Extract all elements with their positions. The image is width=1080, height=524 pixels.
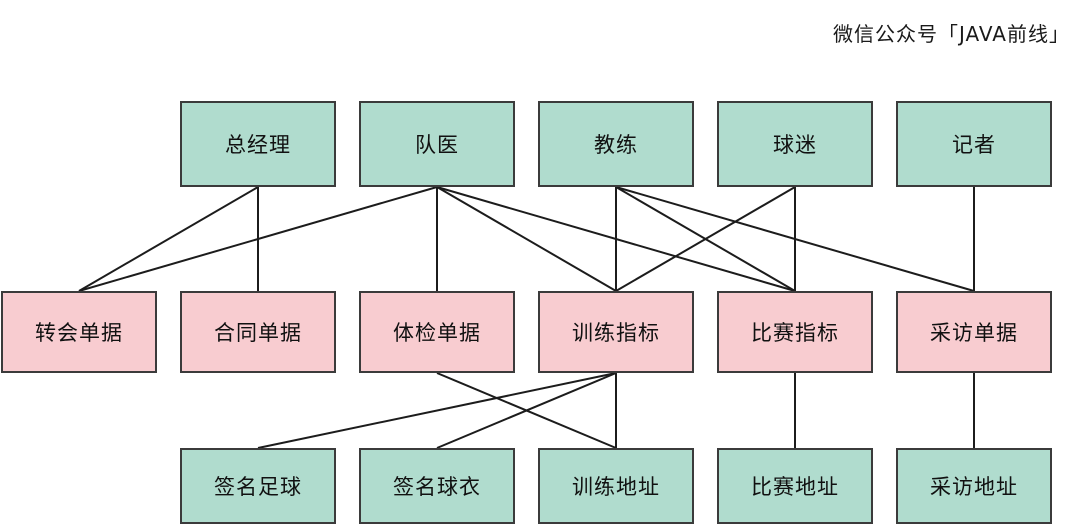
- node-ball[interactable]: 签名足球: [180, 448, 336, 524]
- node-transfer[interactable]: 转会单据: [1, 291, 157, 373]
- node-contract[interactable]: 合同单据: [180, 291, 336, 373]
- node-match[interactable]: 比赛指标: [717, 291, 873, 373]
- node-interview[interactable]: 采访单据: [896, 291, 1052, 373]
- node-medical[interactable]: 体检单据: [359, 291, 515, 373]
- node-training_addr[interactable]: 训练地址: [538, 448, 694, 524]
- node-label: 总经理: [225, 133, 291, 157]
- node-interview_addr[interactable]: 采访地址: [896, 448, 1052, 524]
- node-doctor[interactable]: 队医: [359, 101, 515, 187]
- edge-doctor-to-transfer: [78, 186, 438, 292]
- node-label: 合同单据: [214, 321, 302, 345]
- node-label: 转会单据: [35, 321, 123, 345]
- node-label: 队医: [415, 133, 459, 157]
- node-label: 训练地址: [572, 475, 660, 499]
- edge-training-to-jersey: [436, 372, 617, 449]
- edge-doctor-to-training: [436, 186, 617, 292]
- node-label: 比赛指标: [751, 321, 839, 345]
- edge-fan-to-training: [615, 186, 796, 292]
- node-label: 记者: [952, 133, 996, 157]
- node-label: 签名球衣: [393, 475, 481, 499]
- node-label: 教练: [594, 133, 638, 157]
- edge-training-to-ball: [257, 372, 617, 449]
- node-fan[interactable]: 球迷: [717, 101, 873, 187]
- node-match_addr[interactable]: 比赛地址: [717, 448, 873, 524]
- node-label: 采访地址: [930, 475, 1018, 499]
- watermark-text: 微信公众号「JAVA前线」: [832, 22, 1070, 46]
- node-reporter[interactable]: 记者: [896, 101, 1052, 187]
- node-gm[interactable]: 总经理: [180, 101, 336, 187]
- node-label: 球迷: [773, 133, 817, 157]
- node-training[interactable]: 训练指标: [538, 291, 694, 373]
- node-coach[interactable]: 教练: [538, 101, 694, 187]
- edge-gm-to-transfer: [78, 186, 259, 292]
- node-label: 签名足球: [214, 475, 302, 499]
- node-label: 训练指标: [572, 321, 660, 345]
- node-label: 体检单据: [393, 321, 481, 345]
- node-label: 采访单据: [930, 321, 1018, 345]
- node-label: 比赛地址: [751, 475, 839, 499]
- node-jersey[interactable]: 签名球衣: [359, 448, 515, 524]
